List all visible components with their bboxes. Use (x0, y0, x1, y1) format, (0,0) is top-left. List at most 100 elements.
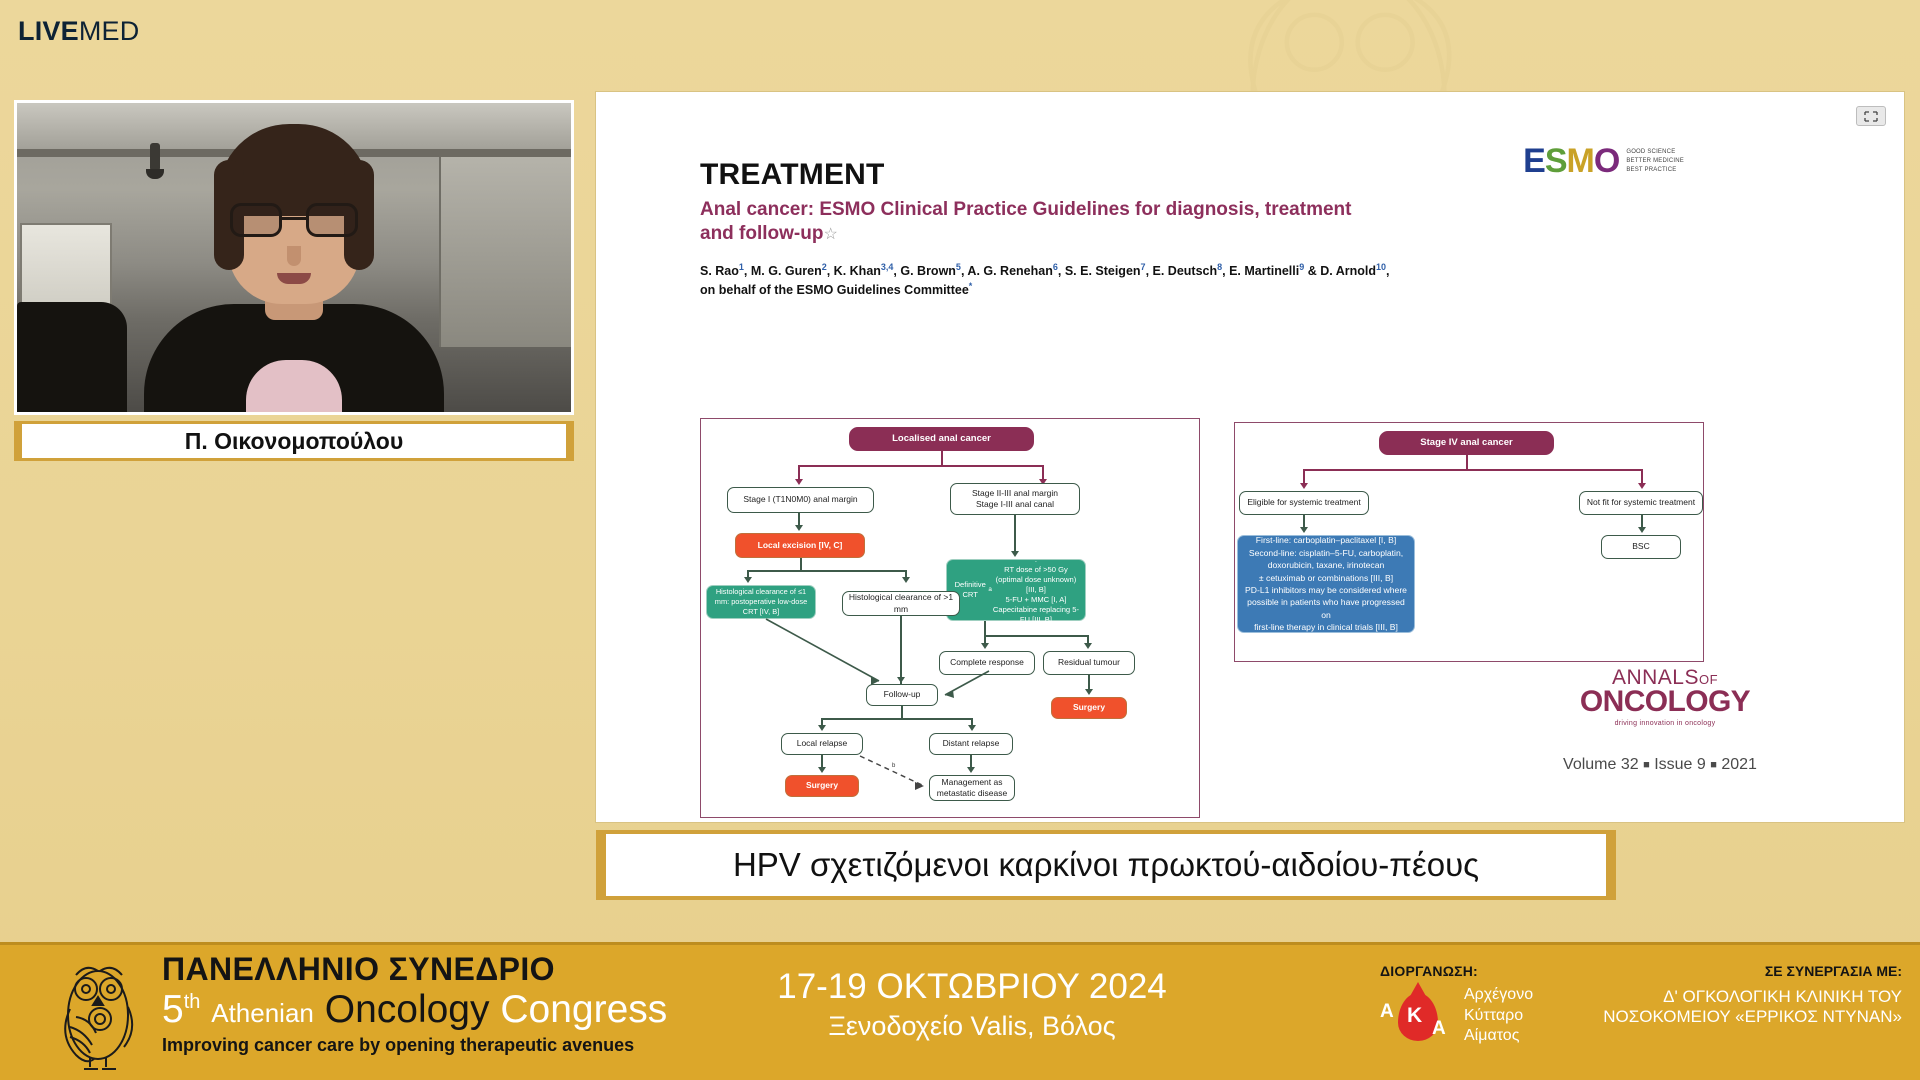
esmo-tagline-3: BEST PRACTICE (1626, 166, 1677, 173)
node-systemic-therapy: First-line: carboplatin–paclitaxel [I, B… (1237, 535, 1415, 633)
node-distant-relapse: Distant relapse (929, 733, 1013, 755)
video-lamp (146, 143, 164, 179)
annals-word-annals: ANNALS (1611, 666, 1699, 689)
slide-content: TREATMENT Anal cancer: ESMO Clinical Pra… (600, 96, 1900, 818)
conn-11 (900, 616, 902, 684)
conn-r5 (1303, 515, 1305, 531)
cooperation-line-1: Δ' ΟΓΚΟΛΟΓΙΚΗ ΚΛΙΝΙΚΗ ΤΟΥ (1663, 987, 1902, 1006)
slide-panel[interactable]: TREATMENT Anal cancer: ESMO Clinical Pra… (596, 92, 1904, 822)
conn-dashed: b (859, 755, 924, 790)
organizer-line-1: Αρχέγονο (1464, 986, 1534, 1004)
arrow-1 (795, 479, 803, 485)
annals-line-3: driving innovation in oncology (1614, 720, 1716, 727)
conn-1 (941, 451, 943, 467)
arrow-r1 (1300, 483, 1308, 489)
conn-r6 (1641, 515, 1643, 531)
arrow-4 (1011, 551, 1019, 557)
conn-4 (1042, 465, 1044, 479)
aka-letter-k: Κ (1407, 1004, 1423, 1027)
conn-5 (798, 513, 800, 529)
banner-ordinal: 5 (162, 988, 184, 1031)
arrow-5 (744, 577, 752, 583)
esmo-logo: ESMO GOOD SCIENCE BETTER MEDICINE BEST P… (1523, 144, 1684, 178)
conn-8 (747, 570, 907, 572)
volume-sep-1: ■ (1643, 758, 1650, 771)
volume-year: 2021 (1721, 756, 1757, 773)
subtitle-star-icon: ☆ (823, 226, 838, 244)
node-stage-iv-root: Stage IV anal cancer (1379, 431, 1554, 455)
conn-23 (970, 755, 972, 771)
conn-18 (901, 706, 903, 720)
conn-diagonal-1 (765, 618, 880, 685)
speaker-hair-right (344, 160, 374, 270)
systemic-line-6: possible in patients who have progressed… (1247, 597, 1405, 620)
glasses-bridge (282, 217, 306, 220)
video-right-panel (439, 157, 571, 347)
banner-title-greek: ΠΑΝΕΛΛΗΝΙΟ ΣΥΝΕΔΡΙΟ (162, 951, 555, 987)
node-histo-le1: Histological clearance of ≤1 mm: postope… (706, 585, 816, 619)
conn-r2 (1303, 469, 1643, 471)
arrow-10 (1085, 689, 1093, 695)
node-follow-up: Follow-up (866, 684, 938, 706)
slide-subtitle: Anal cancer: ESMO Clinical Practice Guid… (700, 198, 1360, 247)
speaker-glasses (230, 203, 358, 237)
conn-13 (984, 621, 986, 637)
volume-sep-2: ■ (1710, 758, 1717, 771)
svg-text:b: b (892, 763, 896, 769)
cooperation-line-2: ΝΟΣΟΚΟΜΕΙΟΥ «ΕΡΡΙΚΟΣ ΝΤΥΝΑΝ» (1603, 1007, 1902, 1026)
conn-22 (821, 755, 823, 771)
node-histo-gt1: Histological clearance of >1 mm (842, 591, 960, 616)
annals-line-2: ONCOLOGY (1579, 685, 1751, 718)
session-caption: HPV σχετιζόμενοι καρκίνοι πρωκτού-αιδοίο… (596, 830, 1616, 900)
flowchart-stage-iv: Stage IV anal cancer Eligible for system… (1234, 422, 1704, 662)
banner-ordinal-suffix: th (183, 991, 201, 1013)
banner-title-english: 5th Athenian Oncology Congress (162, 990, 732, 1029)
organizer-body: Α Κ Α Αρχέγονο Κύτταρο Αίματος (1380, 985, 1600, 1047)
systemic-line-7: first-line therapy in clinical trials [I… (1254, 622, 1398, 633)
flowchart-localised: Localised anal cancer Stage I (T1N0M0) a… (700, 418, 1200, 818)
congress-banner: ΠΑΝΕΛΛΗΝΙΟ ΣΥΝΕΔΡΙΟ 5th Athenian Oncolog… (0, 942, 1920, 1080)
glasses-lens-right (306, 203, 358, 237)
arrow-14 (967, 767, 975, 773)
esmo-tagline-2: BETTER MEDICINE (1626, 157, 1684, 164)
conn-r1 (1466, 455, 1468, 471)
conn-2 (798, 465, 1044, 467)
arrow-2 (1039, 479, 1047, 485)
systemic-line-5: PD-L1 inhibitors may be considered where (1245, 585, 1407, 595)
blood-drop-icon (1398, 993, 1438, 1041)
conn-21 (971, 718, 973, 728)
flowcharts: Localised anal cancer Stage I (T1N0M0) a… (700, 418, 1860, 828)
systemic-line-2: Second-line: cisplatin–5-FU, carboplatin… (1248, 547, 1404, 558)
cooperation-block: ΣΕ ΣΥΝΕΡΓΑΣΙΑ ΜΕ: Δ' ΟΓΚΟΛΟΓΙΚΗ ΚΛΙΝΙΚΗ … (1482, 963, 1902, 1027)
brand-live: LIVE (18, 16, 79, 46)
arrow-6 (902, 577, 910, 583)
organizer-block: ΔΙΟΡΓΑΝΩΣΗ: Α Κ Α Αρχέγονο Κύτταρο Αίματ… (1380, 963, 1600, 1047)
node-local-excision: Local excision [IV, C] (735, 533, 865, 558)
fullscreen-button[interactable] (1856, 106, 1886, 126)
speaker-video[interactable] (14, 100, 574, 415)
slide-subtitle-text: Anal cancer: ESMO Clinical Practice Guid… (700, 199, 1352, 245)
conn-7 (800, 558, 802, 572)
node-eligible-systemic: Eligible for systemic treatment (1239, 491, 1369, 515)
node-local-relapse: Local relapse (781, 733, 863, 755)
organizer-line-2: Κύτταρο (1464, 1006, 1524, 1024)
systemic-line-4: ± cetuximab or combinations [III, B] (1258, 572, 1394, 583)
arrow-r2 (1638, 483, 1646, 489)
arrow-r4 (1638, 527, 1646, 533)
aka-letter-a2: Α (1432, 1018, 1446, 1039)
arrow-7 (897, 677, 905, 683)
conn-16 (1087, 635, 1089, 645)
annals-logo: ANNALSOF ONCOLOGY driving innovation in … (1560, 666, 1770, 727)
banner-oncology: Oncology (324, 988, 490, 1031)
esmo-tagline: GOOD SCIENCE BETTER MEDICINE BEST PRACTI… (1626, 148, 1684, 175)
banner-tagline: Improving cancer care by opening therape… (162, 1035, 635, 1055)
speaker-hair-left (214, 160, 244, 270)
conn-diagonal-2 (944, 670, 990, 698)
node-not-fit-systemic: Not fit for systemic treatment (1579, 491, 1703, 515)
conn-9 (747, 570, 749, 580)
arrow-12 (968, 725, 976, 731)
speaker-figure (144, 124, 444, 412)
slide-authors: S. Rao1, M. G. Guren2, K. Khan3,4, G. Br… (700, 261, 1420, 300)
conn-17 (1088, 675, 1090, 693)
